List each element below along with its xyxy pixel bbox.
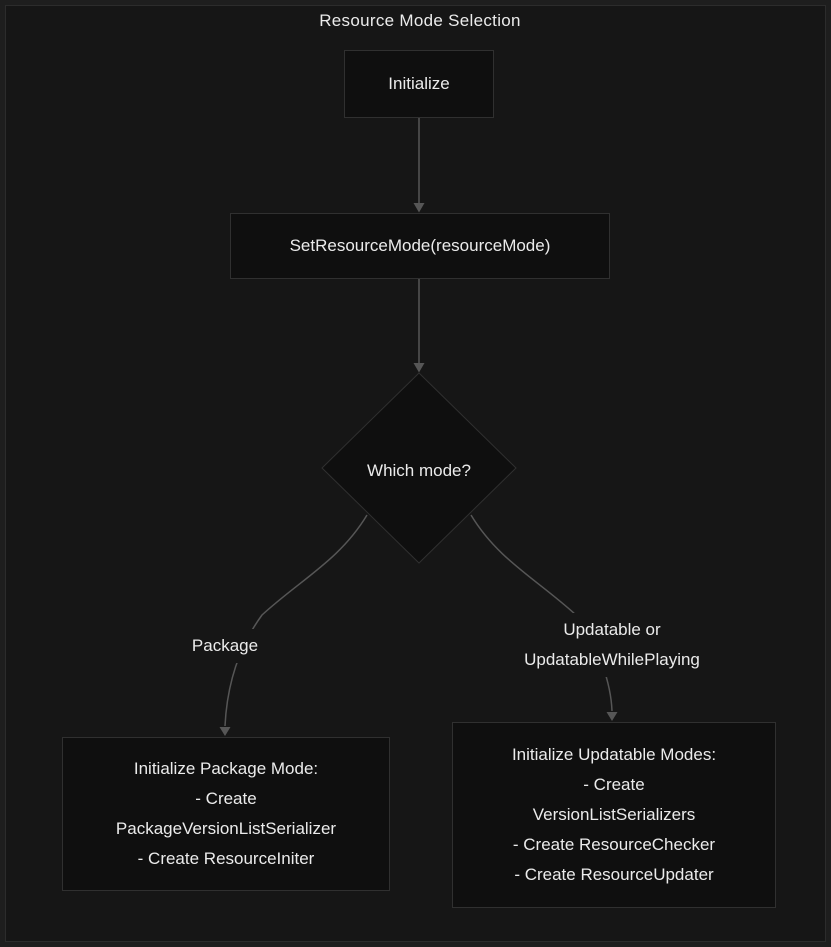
arrowhead-package-mode	[219, 727, 231, 736]
updatable-modes-line2: - Create	[583, 775, 645, 794]
edge-label-updatable: Updatable or UpdatableWhilePlaying	[516, 613, 708, 677]
package-mode-line1: Initialize Package Mode:	[133, 759, 319, 778]
arrowhead-setresourcemode	[413, 203, 425, 213]
edge-label-package: Package	[183, 629, 267, 663]
node-set-resource-mode: SetResourceMode(resourceMode)	[230, 213, 610, 279]
package-mode-line2: - Create	[195, 789, 257, 808]
node-initialize: Initialize	[344, 50, 494, 118]
node-package-mode: Initialize Package Mode: - Create Packag…	[62, 737, 390, 891]
arrowhead-updatable-modes	[606, 712, 618, 721]
package-mode-line3: PackageVersionListSerializer	[115, 819, 337, 838]
edge-label-updatable-line1: Updatable or	[563, 620, 661, 639]
package-mode-line4: - Create ResourceIniter	[137, 849, 315, 868]
node-initialize-label: Initialize	[388, 74, 450, 93]
edge-decision-to-package	[224, 514, 368, 727]
edge-label-updatable-line2: UpdatableWhilePlaying	[524, 650, 700, 669]
arrowhead-decision	[413, 363, 425, 373]
updatable-modes-line1: Initialize Updatable Modes:	[511, 745, 717, 764]
decision-label: Which mode?	[367, 461, 471, 480]
diagram-title: Resource Mode Selection	[319, 11, 521, 30]
node-set-resource-mode-label: SetResourceMode(resourceMode)	[289, 236, 551, 255]
updatable-modes-line5: - Create ResourceUpdater	[514, 865, 714, 884]
updatable-modes-line4: - Create ResourceChecker	[512, 835, 716, 854]
edge-label-package-text: Package	[191, 636, 259, 655]
node-updatable-modes: Initialize Updatable Modes: - Create Ver…	[452, 722, 776, 908]
updatable-modes-line3: VersionListSerializers	[532, 805, 696, 824]
decision-diamond-shape	[321, 372, 517, 564]
